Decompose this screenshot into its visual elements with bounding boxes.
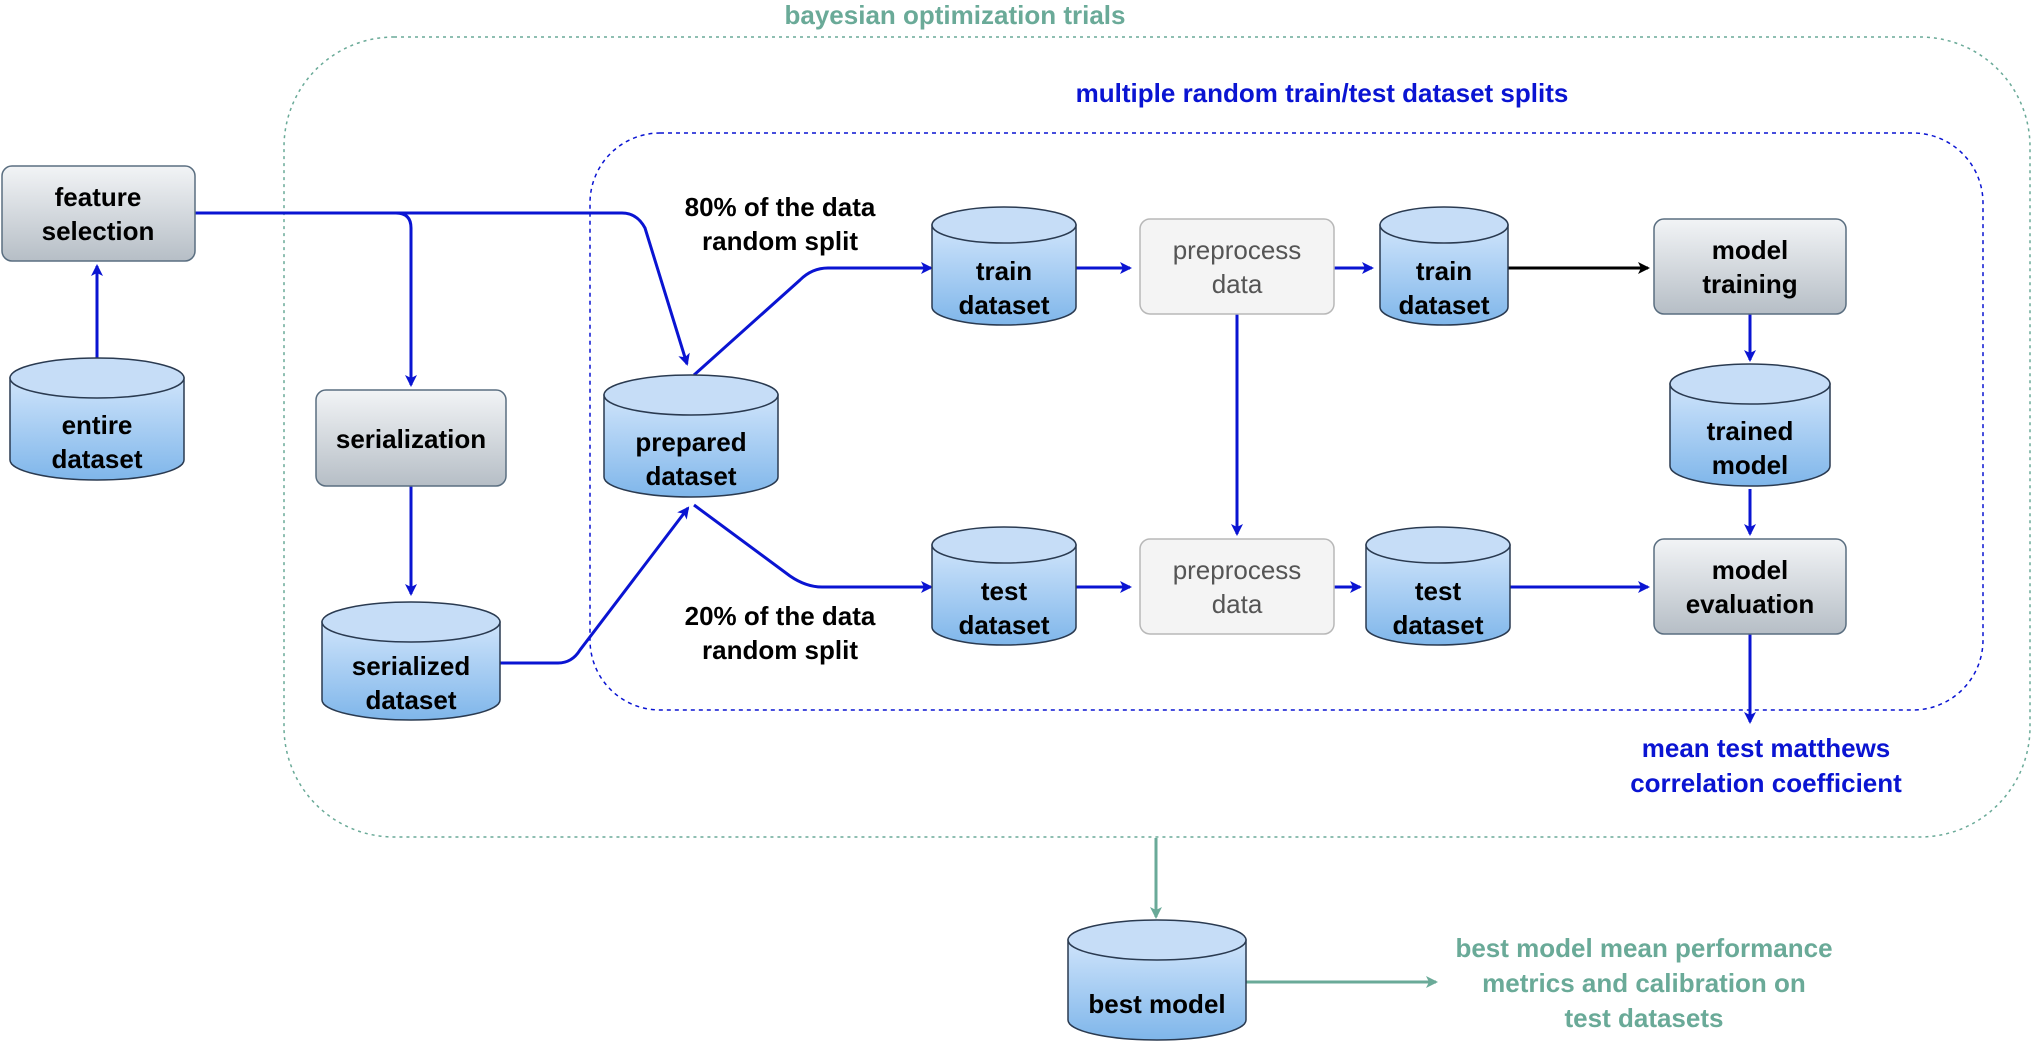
train-dataset-processed-cylinder: train dataset	[1379, 206, 1509, 326]
prepared-dataset-text-2: dataset	[645, 461, 736, 491]
split-80-label: 80% of the data random split	[685, 192, 876, 256]
prepared-dataset-cylinder: prepared dataset	[603, 374, 779, 498]
best-metrics-line-1: best model mean performance	[1455, 933, 1832, 963]
split-20-line-1: 20% of the data	[685, 601, 876, 631]
serialized-dataset-cylinder: serialized dataset	[321, 601, 501, 721]
entire-dataset-text-1: entire	[62, 410, 133, 440]
test-dataset-raw-cylinder: test dataset	[931, 526, 1077, 646]
bayesian-trials-container	[283, 36, 2031, 838]
best-model-text: best model	[1088, 989, 1225, 1019]
train-dataset-raw-text-1: train	[976, 256, 1032, 286]
trained-model-cylinder: trained model	[1669, 363, 1831, 487]
feature-selection-node: feature selection	[1, 165, 196, 262]
best-metrics-line-2: metrics and calibration on	[1482, 968, 1806, 998]
train-dataset-raw-text-2: dataset	[958, 290, 1049, 320]
test-dataset-raw-text-2: dataset	[958, 610, 1049, 640]
arrow-feature-to-serialization	[395, 211, 417, 387]
best-metrics-label: best model mean performance metrics and …	[1455, 933, 1832, 1033]
serialized-dataset-text-1: serialized	[352, 651, 471, 681]
serialization-text: serialization	[336, 424, 486, 454]
model-training-node: model training	[1653, 218, 1847, 315]
preprocess-train-text-2: data	[1212, 269, 1263, 299]
train-dataset-processed-text-2: dataset	[1398, 290, 1489, 320]
split-20-line-2: random split	[702, 635, 858, 665]
entire-dataset-text-2: dataset	[51, 444, 142, 474]
trained-model-text-2: model	[1712, 450, 1789, 480]
serialization-node: serialization	[315, 389, 507, 487]
arrow-serialized-to-prepared	[500, 506, 690, 665]
test-dataset-processed-cylinder: test dataset	[1365, 526, 1511, 646]
model-evaluation-text-1: model	[1712, 555, 1789, 585]
split-80-line-1: 80% of the data	[685, 192, 876, 222]
arrow-prepared-to-train	[692, 262, 933, 377]
multiple-splits-label: multiple random train/test dataset split…	[1076, 78, 1569, 108]
split-80-line-2: random split	[702, 226, 858, 256]
entire-dataset-cylinder: entire dataset	[9, 357, 185, 481]
best-model-cylinder: best model	[1067, 919, 1247, 1041]
trained-model-text-1: trained	[1707, 416, 1794, 446]
bayesian-trials-label: bayesian optimization trials	[785, 0, 1126, 30]
train-dataset-raw-cylinder: train dataset	[931, 206, 1077, 326]
arrow-feature-to-prepared	[195, 211, 690, 366]
train-dataset-processed-text-1: train	[1416, 256, 1472, 286]
preprocess-test-text-2: data	[1212, 589, 1263, 619]
model-training-text-1: model	[1712, 235, 1789, 265]
test-dataset-processed-text-1: test	[1415, 576, 1462, 606]
feature-selection-text-2: selection	[42, 216, 155, 246]
mean-mcc-line-2: correlation coefficient	[1630, 768, 1902, 798]
model-evaluation-text-2: evaluation	[1686, 589, 1815, 619]
mean-mcc-line-1: mean test matthews	[1642, 733, 1891, 763]
multiple-splits-container	[589, 132, 1984, 711]
best-metrics-line-3: test datasets	[1565, 1003, 1724, 1033]
preprocess-test-node: preprocess data	[1139, 538, 1335, 635]
test-dataset-processed-text-2: dataset	[1392, 610, 1483, 640]
split-20-label: 20% of the data random split	[685, 601, 876, 665]
preprocess-train-text-1: preprocess	[1173, 235, 1302, 265]
preprocess-train-node: preprocess data	[1139, 218, 1335, 315]
test-dataset-raw-text-1: test	[981, 576, 1028, 606]
mean-mcc-label: mean test matthews correlation coefficie…	[1630, 733, 1902, 798]
prepared-dataset-text-1: prepared	[635, 427, 746, 457]
model-evaluation-node: model evaluation	[1653, 538, 1847, 635]
preprocess-test-text-1: preprocess	[1173, 555, 1302, 585]
serialized-dataset-text-2: dataset	[365, 685, 456, 715]
feature-selection-text-1: feature	[55, 182, 142, 212]
arrow-prepared-to-test	[693, 503, 933, 593]
model-training-text-2: training	[1702, 269, 1797, 299]
